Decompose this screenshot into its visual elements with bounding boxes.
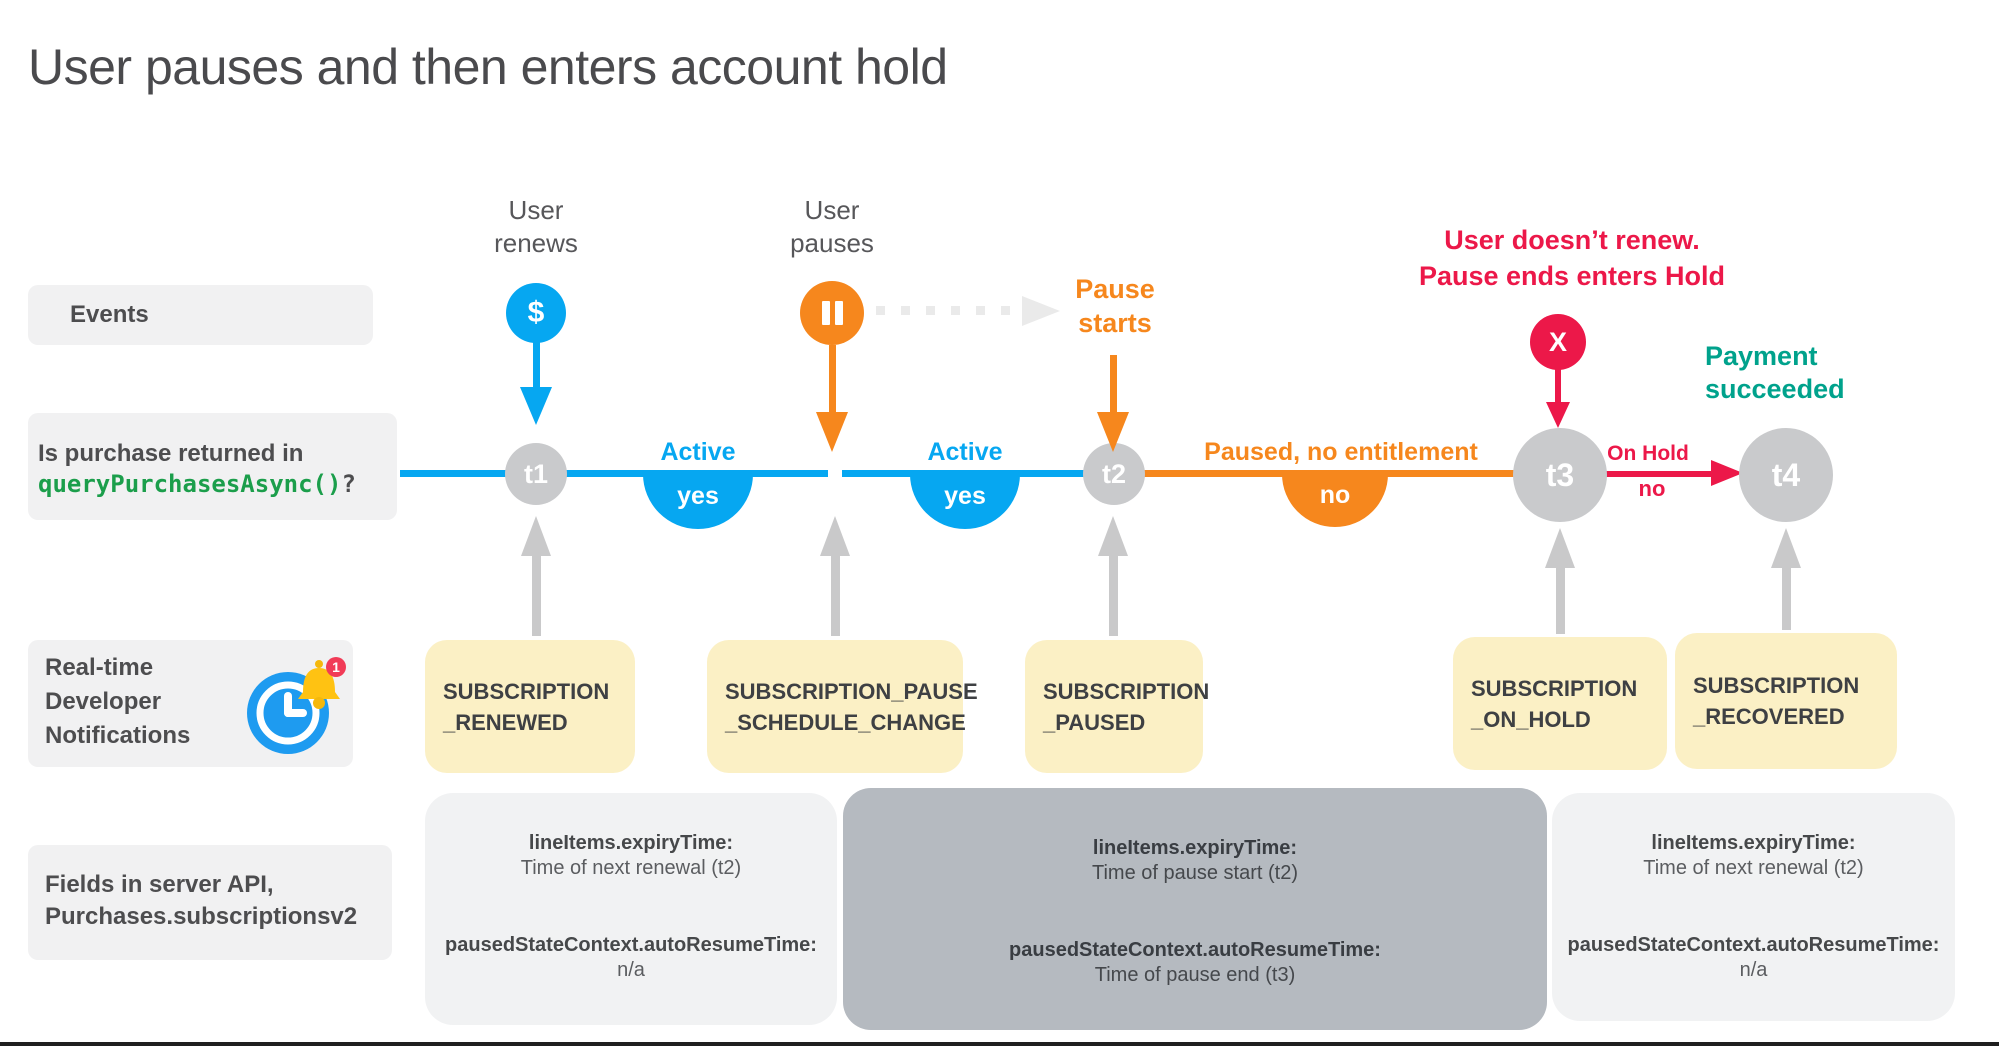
rtdn-up-arrow-head [820, 516, 850, 556]
on-hold-answer-no: no [1638, 476, 1666, 501]
pause-bar-left [822, 301, 830, 325]
dotted-line-dot [926, 306, 935, 315]
bell-icon [298, 660, 340, 709]
rtdn-box-subscription-recovered: SUBSCRIPTION _RECOVERED [1675, 633, 1897, 769]
dotted-line-dot [1001, 306, 1010, 315]
timeline-node-t2: t2 [1083, 443, 1145, 505]
events-label: Events [70, 301, 149, 328]
user-renews-label: User renews [494, 195, 578, 258]
query-purchases-code: queryPurchasesAsync() [38, 470, 342, 498]
dotted-arrow-head [1022, 296, 1060, 326]
pause-starts-arrow-stem [1110, 355, 1117, 412]
rtdn-clock-bell-icon: 1 [247, 657, 346, 754]
answer-bump-yes-2: yes [910, 474, 1020, 529]
bottom-border-line [0, 1042, 1999, 1046]
events-label-box: Events [28, 285, 373, 345]
query-purchases-question-line1: Is purchase returned in [38, 440, 304, 467]
query-purchases-label-box: Is purchase returned in queryPurchasesAs… [28, 413, 397, 520]
rtdn-box-subscription-on-hold: SUBSCRIPTION _ON_HOLD [1453, 637, 1667, 770]
pause-arrow-stem [829, 345, 836, 412]
timeline-segment-active-2 [842, 470, 1114, 477]
rtdn-up-arrow-head [1771, 528, 1801, 568]
fields-label: Fields in server API, Purchases.subscrip… [45, 871, 358, 930]
renew-dollar-icon: $ [506, 283, 566, 343]
user-pauses-label: User pauses [790, 195, 874, 258]
pause-starts-label: Pause starts [1075, 274, 1155, 338]
on-hold-arrowhead [1711, 460, 1743, 486]
payment-succeeded-label: Payment succeeded [1705, 341, 1845, 404]
segment-label-on-hold: On Hold [1607, 442, 1689, 465]
rtdn-up-arrow-stem [1556, 568, 1565, 634]
answer-bump-no: no [1282, 474, 1388, 527]
rtdn-up-arrow-head [1545, 528, 1575, 568]
pause-arrow-head [816, 412, 848, 452]
timeline-node-t3: t3 [1513, 428, 1607, 522]
badge-circle [326, 657, 346, 677]
dotted-line-dot [976, 306, 985, 315]
hold-note-label: User doesn’t renew. Pause ends enters Ho… [1418, 225, 1726, 291]
query-purchases-question-mark: ? [341, 470, 356, 498]
rtdn-up-arrow-head [1098, 516, 1128, 556]
rtdn-up-arrow-head [521, 516, 551, 556]
dotted-line-dot [901, 306, 910, 315]
query-purchases-code-line: queryPurchasesAsync()? [28, 469, 397, 503]
fields-label-box: Fields in server API, Purchases.subscrip… [28, 845, 392, 960]
rtdn-box-subscription-paused: SUBSCRIPTION _PAUSED [1025, 640, 1209, 773]
timeline-segment-paused [1114, 470, 1560, 477]
rtdn-label: Real-time Developer Notifications [45, 654, 191, 749]
rtdn-up-arrow-stem [532, 556, 541, 636]
timeline-node-t1: t1 [505, 443, 567, 505]
hold-arrow-head [1546, 402, 1570, 428]
pause-starts-arrow-head [1097, 412, 1129, 452]
rtdn-up-arrow-stem [831, 556, 840, 636]
fields-box-paused: lineItems.expiryTime: Time of pause star… [843, 788, 1547, 1030]
dotted-line-dot [951, 306, 960, 315]
answer-bump-yes-1: yes [643, 474, 753, 529]
timeline-segment-on-hold [1560, 471, 1713, 477]
renew-arrow-stem [533, 341, 540, 387]
fields-box-renewed: lineItems.expiryTime: Time of next renew… [425, 793, 837, 1025]
timeline-node-t4: t4 [1739, 428, 1833, 522]
rtdn-box-subscription-pause-schedule-change: SUBSCRIPTION_PAUSE _SCHEDULE_CHANGE [707, 640, 978, 773]
fields-box-recovered: lineItems.expiryTime: Time of next renew… [1552, 793, 1955, 1021]
dotted-line-dot [876, 306, 885, 315]
rtdn-up-arrow-stem [1109, 556, 1118, 636]
segment-label-active-2: Active [927, 438, 1003, 466]
renew-arrow-head [520, 387, 552, 425]
rtdn-box-subscription-renewed: SUBSCRIPTION _RENEWED [425, 640, 635, 773]
timeline-segment-active-1 [400, 470, 828, 477]
rtdn-badge-count: 1 [332, 659, 340, 675]
rtdn-up-arrow-stem [1782, 568, 1791, 630]
segment-label-paused: Paused, no entitlement [1204, 438, 1478, 466]
hold-arrow-stem [1555, 368, 1561, 402]
pause-icon-circle [800, 281, 864, 345]
segment-label-active-1: Active [660, 438, 736, 466]
pause-bar-right [835, 301, 843, 325]
hold-x-icon: X [1530, 314, 1586, 370]
rtdn-label-box: Real-time Developer Notifications 1 [28, 640, 353, 767]
page-title: User pauses and then enters account hold [28, 39, 948, 95]
